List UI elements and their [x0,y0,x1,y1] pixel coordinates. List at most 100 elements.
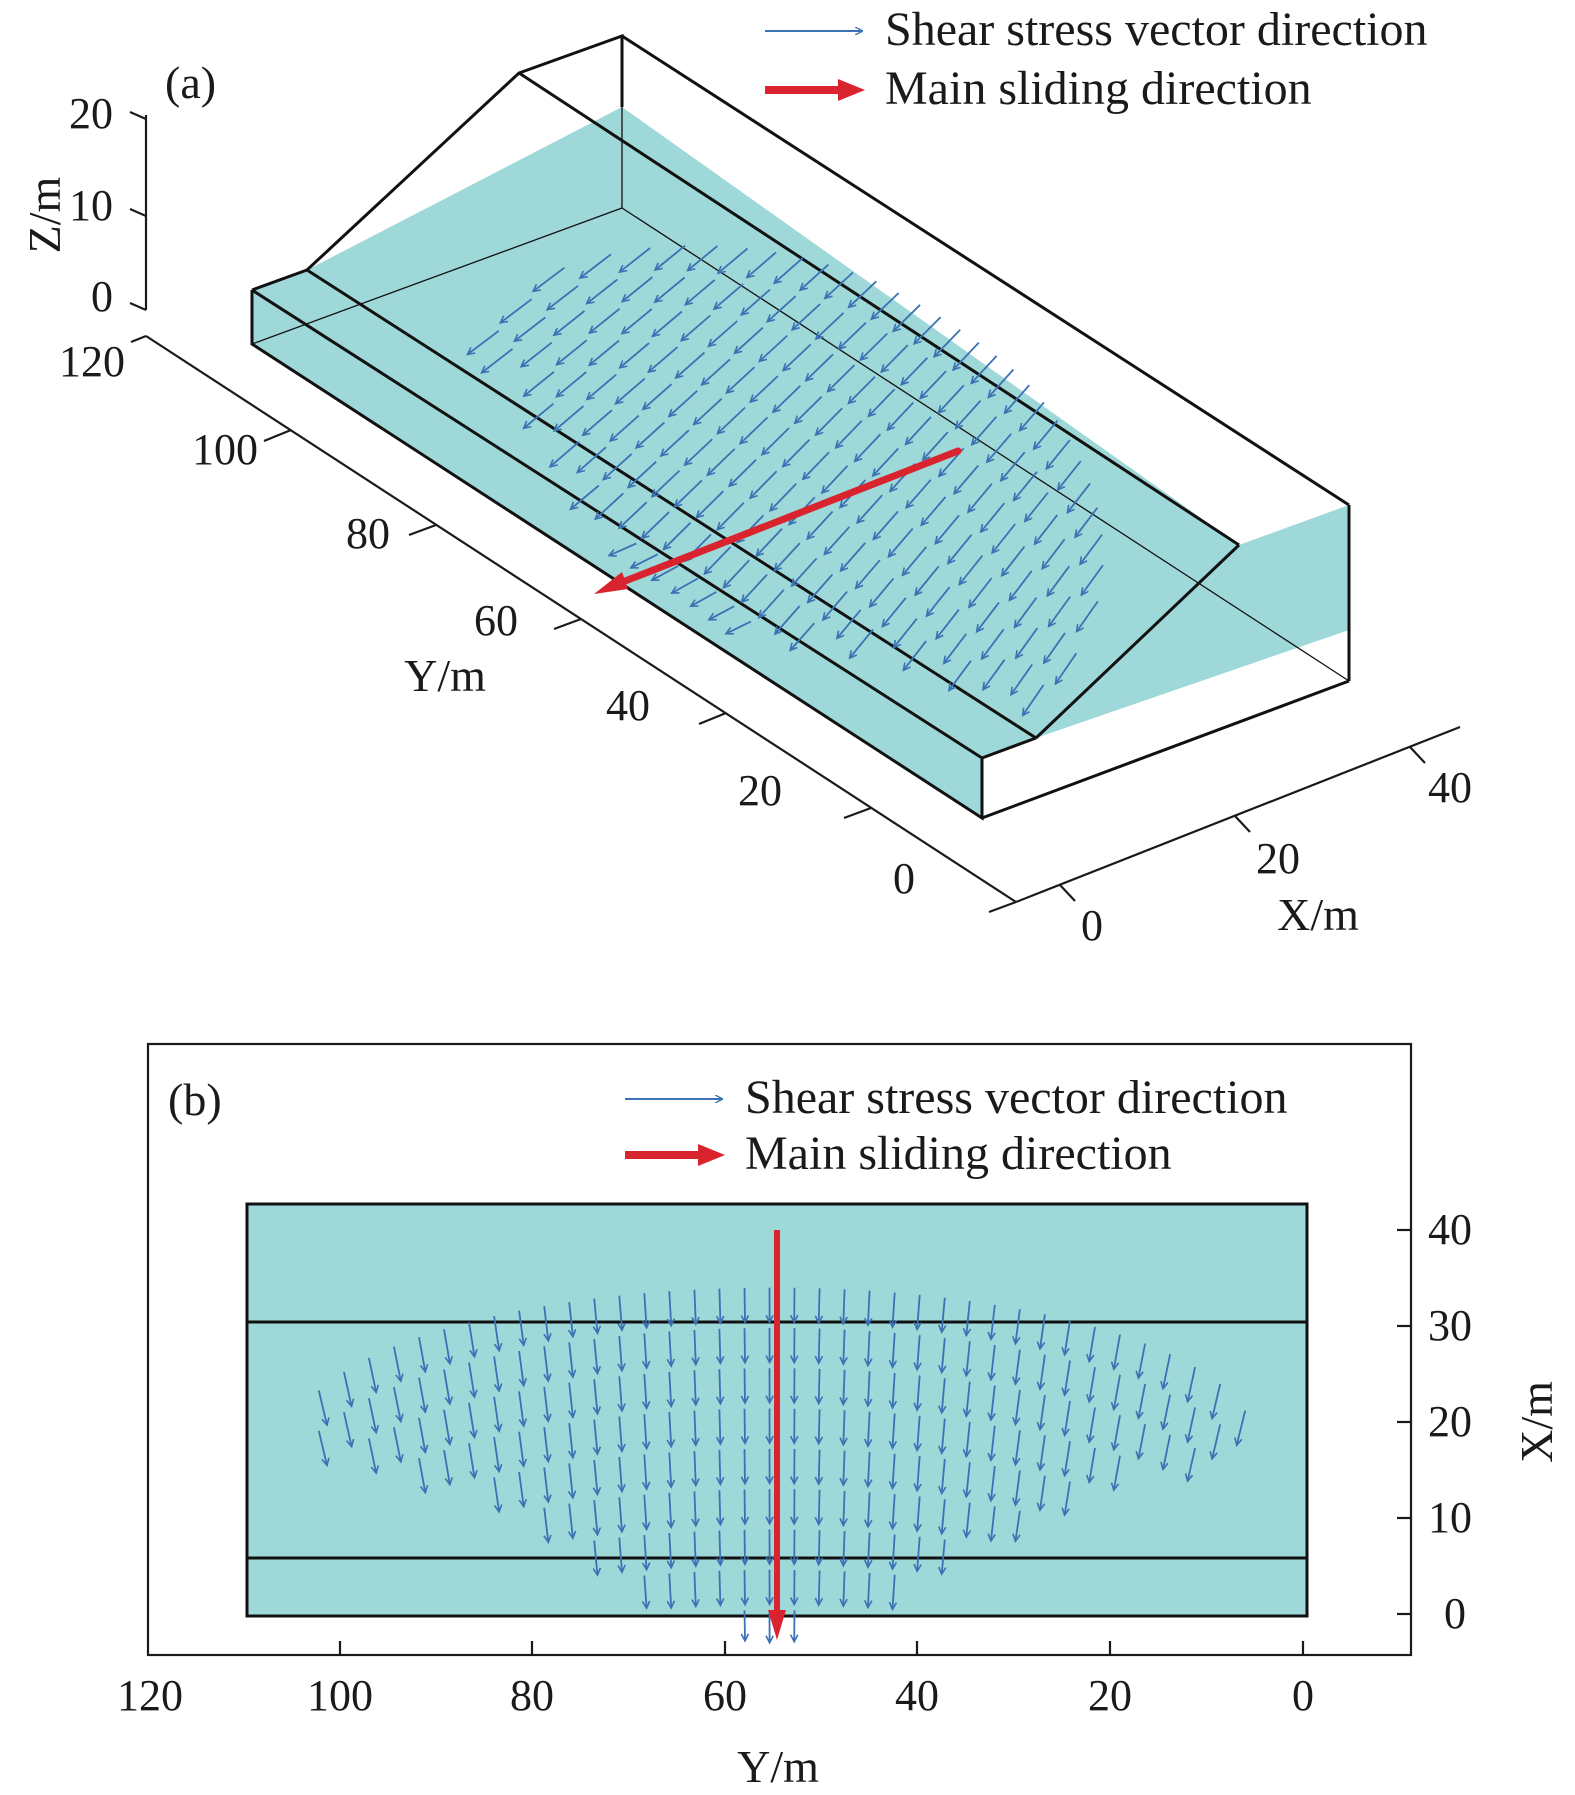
shear-arrow-head [888,1400,898,1410]
shear-arrow [617,1456,626,1494]
shear-arrow-shaft [971,416,998,446]
shear-arrow-shaft [933,329,961,358]
shear-arrow-shaft [543,1426,550,1462]
shear-arrow [626,461,657,489]
shear-arrow-head [1009,686,1019,697]
shear-arrow-shaft [940,1499,946,1534]
shear-arrow-head [887,548,897,559]
shear-arrow-head [592,1446,602,1456]
shear-arrow-head [765,314,776,323]
shear-arrow [863,1411,873,1448]
shear-arrow [839,1289,848,1326]
shear-arrow-shaft [443,1329,451,1364]
shear-arrow [1046,565,1071,598]
shear-arrow-shaft [987,368,1015,398]
shear-arrow-head [888,1521,898,1531]
shear-arrow [942,633,967,665]
shear-arrow [518,1471,528,1509]
main-sliding-arrow-3d [594,447,962,594]
shear-arrow [1054,652,1078,686]
shear-arrow [914,565,940,597]
shear-arrow-head [1032,441,1042,451]
y-tick-40 [698,711,727,726]
shear-arrow-shaft [1012,471,1038,501]
x-axis-line [1015,725,1461,904]
shear-arrow-shaft [718,1530,722,1566]
shear-arrow [443,1409,454,1447]
shear-arrow [468,1362,478,1399]
shear-arrow [863,1492,873,1529]
shear-arrow-shaft [746,251,777,279]
shear-arrow-head [913,1483,922,1493]
shear-arrow-shaft [668,1291,673,1326]
legend-shear-label: Shear stress vector direction [745,1071,1287,1124]
y-tick-label: 80 [510,1671,554,1720]
shear-arrow-shaft [725,620,752,635]
shear-arrow-shaft [774,605,801,635]
shear-arrow-shaft [317,1430,328,1466]
shear-arrow-head [755,548,764,558]
shear-arrow-shaft [892,618,918,649]
shear-arrow-head [891,323,902,333]
shear-arrow-shaft [618,501,648,529]
shear-arrow [740,1328,750,1365]
shear-arrow [765,1448,774,1486]
shear-arrow [1012,1389,1021,1427]
shear-arrow [707,320,738,348]
shear-arrow-head [641,1320,651,1330]
shear-arrow-shaft [749,470,778,499]
shear-arrow-shaft [1162,1394,1171,1430]
shear-arrow [891,304,921,333]
shear-arrow [588,307,621,335]
shear-arrow [617,501,648,530]
shear-arrow [587,339,620,367]
shear-arrow [343,1371,355,1408]
shear-arrows-plan [317,1287,1247,1645]
shear-arrow-shaft [1008,570,1033,601]
shear-arrow [881,597,907,628]
shear-arrow-shaft [824,271,854,299]
x-tick-0 [1059,884,1076,902]
shear-arrow-shaft [1014,1510,1021,1542]
shear-arrow-head [715,1557,725,1567]
shear-arrow [715,1328,725,1366]
shear-arrow [518,1310,528,1348]
shear-arrow [901,546,927,577]
shear-arrow [765,1408,774,1445]
shear-arrow [781,343,812,372]
shear-arrow [789,1610,799,1644]
shear-arrow-shaft [690,591,717,608]
shear-arrow-shaft [668,390,698,418]
shear-arrow [937,1539,947,1576]
shear-arrow-head [863,1317,873,1328]
y-tick-label: 40 [895,1671,939,1720]
shear-arrow-head [980,651,990,661]
shear-arrow [937,1499,947,1536]
shear-arrow [826,364,856,393]
shear-arrow-shaft [523,403,554,429]
shear-arrow-head [934,535,943,546]
shear-arrow-head [839,563,849,573]
shear-arrow-shaft [443,1409,451,1445]
shear-arrow-shaft [643,1293,648,1328]
shear-arrow-head [914,587,923,597]
shear-arrow-head [518,1458,528,1469]
shear-arrow-head [725,385,735,395]
shear-arrow-head [1075,623,1084,634]
y-tick-label: 100 [307,1671,373,1720]
shear-arrow [740,1287,750,1325]
shear-arrow-head [1080,587,1089,597]
x-axis-label-plan: X/m [1511,1381,1562,1463]
shear-arrow-shaft [856,494,883,524]
shear-arrow-shaft [817,1530,821,1565]
shear-arrow [617,1376,626,1413]
shear-arrow-head [715,1597,725,1608]
shear-arrow-shaft [854,433,882,463]
shear-arrow-shaft [1056,460,1082,491]
shear-arrow-shaft [718,1490,722,1525]
shear-arrow-head [872,531,881,541]
shear-arrow-shaft [701,358,731,386]
shear-arrow-head [1000,567,1010,578]
shear-arrow-shaft [761,427,790,456]
shear-arrow-shaft [618,247,651,273]
